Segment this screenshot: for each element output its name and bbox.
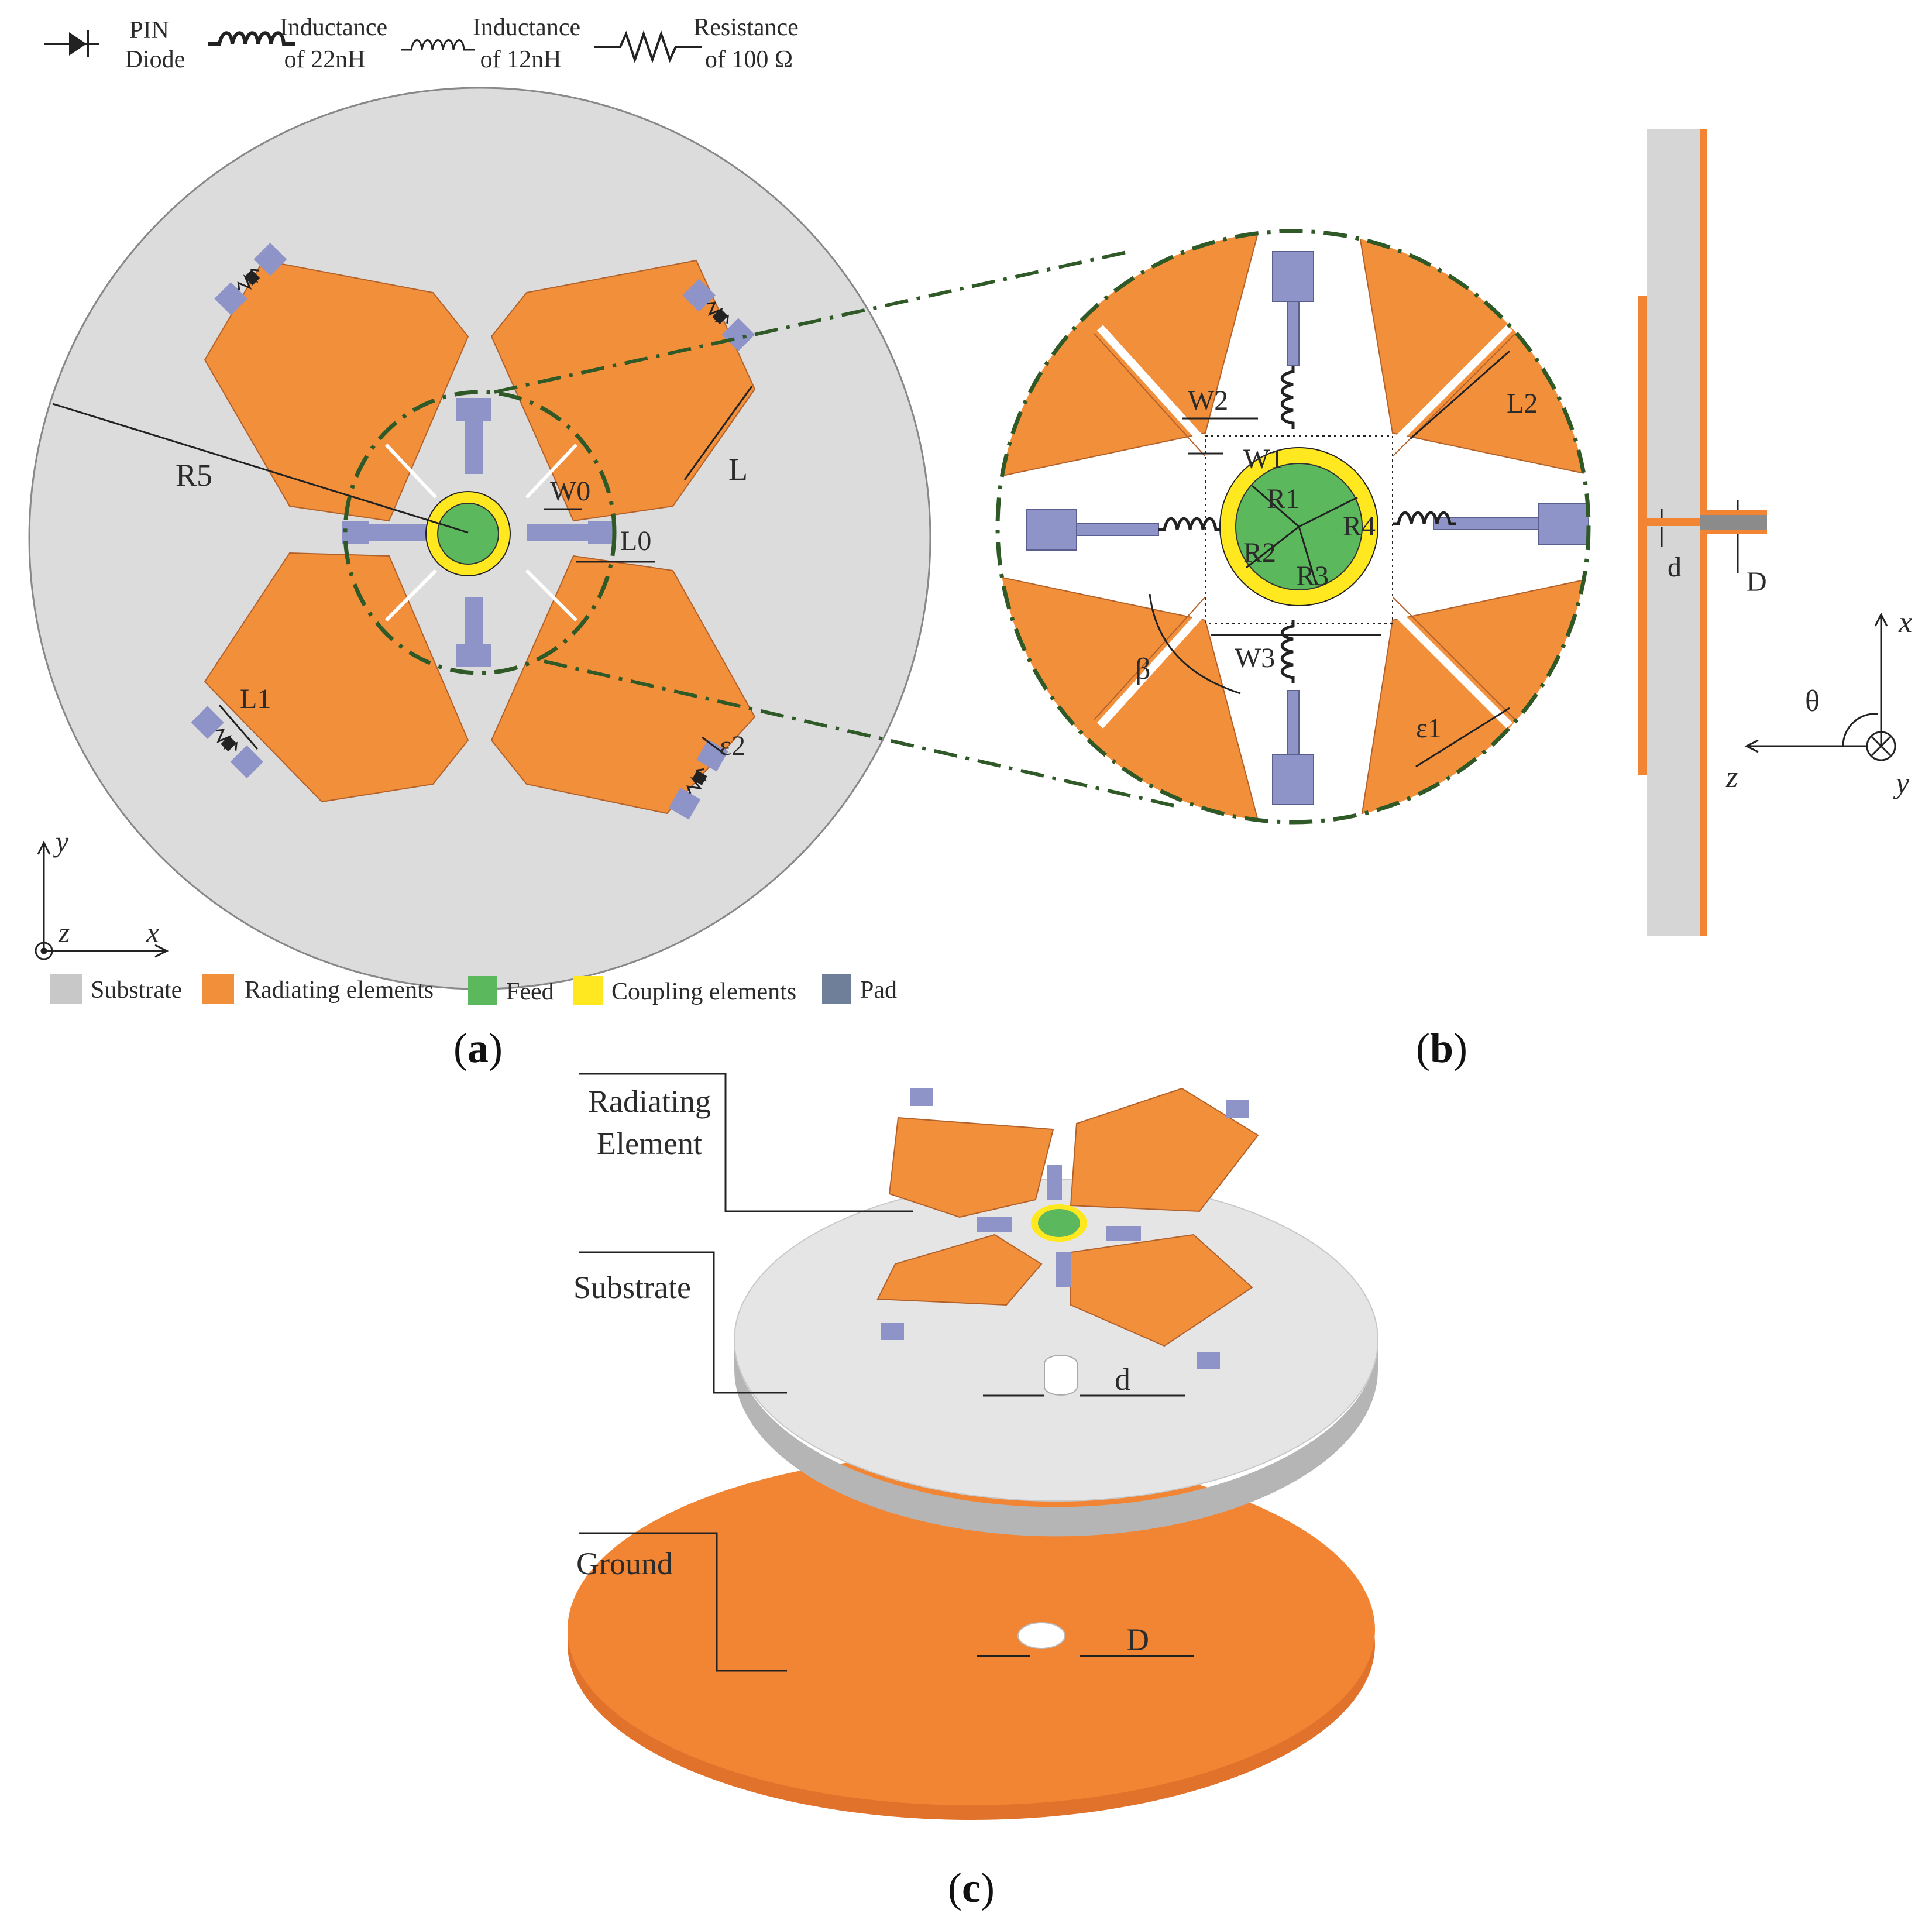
inductor-12-label-2: of 12nH [480, 46, 562, 73]
resistor-label-1: Resistance [693, 14, 799, 41]
ground-disk [568, 1454, 1375, 1805]
label-d: d [1115, 1362, 1130, 1397]
legend-substrate: Substrate [91, 977, 182, 1004]
axis-b-theta: θ [1805, 685, 1820, 718]
center-feed-region [342, 398, 614, 667]
label-radiating-2: Element [597, 1126, 702, 1161]
axes-b [1744, 612, 1896, 761]
dim-R2: R2 [1243, 537, 1276, 568]
inductor-22nh-legend: Inductance of 22nH [208, 14, 387, 73]
feed-disk [437, 503, 499, 565]
axis-a-y: y [53, 825, 69, 858]
resistor-legend: Resistance of 100 Ω [594, 14, 799, 73]
axis-a-z: z [58, 916, 70, 949]
petal-top-right [490, 259, 756, 522]
dim-W3: W3 [1235, 643, 1275, 674]
petal-top-left [204, 259, 469, 522]
pin-diode-legend: PIN Diode [44, 17, 185, 73]
legend-feed: Feed [506, 978, 554, 1005]
dims-a [52, 386, 753, 756]
label-radiating-1: Radiating [588, 1084, 711, 1119]
petal-bottom-right [490, 555, 756, 815]
dim-R5: R5 [176, 458, 212, 493]
panel-a-top-view: R5 L W0 L0 L1 ε2 y z x [28, 87, 931, 990]
pin-diode-label-1: PIN [129, 17, 169, 44]
pad-swatch [822, 974, 851, 1004]
label-D: D [1126, 1622, 1149, 1657]
dim-R1: R1 [1267, 483, 1300, 514]
component-legend: PIN Diode Inductance of 22nH Inductance … [44, 14, 799, 73]
caption-c-wrap: (c) [948, 1864, 995, 1911]
axis-b-x: x [1898, 606, 1912, 639]
legend-coupling: Coupling elements [611, 978, 796, 1005]
pad-assembly-br [668, 739, 728, 820]
dim-L: L [728, 452, 748, 487]
zoom-circle-a [343, 390, 617, 675]
zoom-projection-lines [494, 250, 1182, 809]
inductor-12-label-1: Inductance [473, 14, 580, 41]
dim-W2: W2 [1188, 385, 1228, 416]
radiating-swatch [202, 974, 234, 1004]
dim-R3: R3 [1296, 561, 1329, 592]
dim-e2: ε2 [720, 730, 745, 761]
resistor-label-2: of 100 Ω [705, 46, 793, 73]
caption-a: a [467, 1025, 489, 1071]
panel-c-3d-view: Radiating Element Substrate Ground d D [568, 1073, 1378, 1820]
dim-R4: R4 [1343, 511, 1376, 542]
legend-radiating: Radiating elements [245, 977, 434, 1004]
panel-b-zoom-view: W2 W1 R1 R2 R3 R4 L2 W3 β ε1 d D [995, 129, 1912, 936]
inductor-22-label-1: Inductance [280, 14, 387, 41]
material-legend: Substrate Radiating elements Feed Coupli… [50, 974, 897, 1005]
legend-pad: Pad [860, 977, 897, 1004]
caption-a-wrap: (a) [453, 1025, 503, 1071]
caption-b: b [1430, 1025, 1453, 1071]
dim-D-side: D [1747, 566, 1767, 597]
side-view: d D [1638, 129, 1767, 936]
dim-d-side: d [1668, 552, 1682, 583]
axis-a-x: x [146, 916, 159, 949]
dim-e1: ε1 [1416, 713, 1442, 744]
inductor-12nh-legend: Inductance of 12nH [401, 14, 580, 73]
substrate-swatch [50, 974, 82, 1004]
dim-W1: W1 [1243, 444, 1284, 475]
petal-bottom-left [204, 552, 469, 803]
caption-b-wrap: (b) [1416, 1025, 1467, 1071]
axis-b-y: y [1893, 767, 1910, 800]
dim-W0: W0 [550, 476, 590, 507]
caption-c: c [962, 1864, 981, 1911]
axes-a [35, 840, 169, 960]
dim-L1: L1 [240, 683, 271, 715]
coupling-swatch [573, 976, 603, 1005]
feed-swatch [468, 976, 497, 1005]
inductor-22-label-2: of 22nH [284, 46, 366, 73]
dim-L2: L2 [1507, 388, 1538, 419]
label-ground: Ground [576, 1546, 673, 1581]
dim-L0: L0 [620, 525, 651, 557]
label-substrate: Substrate [573, 1270, 691, 1305]
zoom-circle-b [995, 229, 1591, 825]
radiating-elements [204, 259, 756, 815]
pin-diode-label-2: Diode [125, 46, 185, 73]
dim-beta: β [1135, 652, 1150, 686]
axis-b-z: z [1725, 761, 1738, 794]
